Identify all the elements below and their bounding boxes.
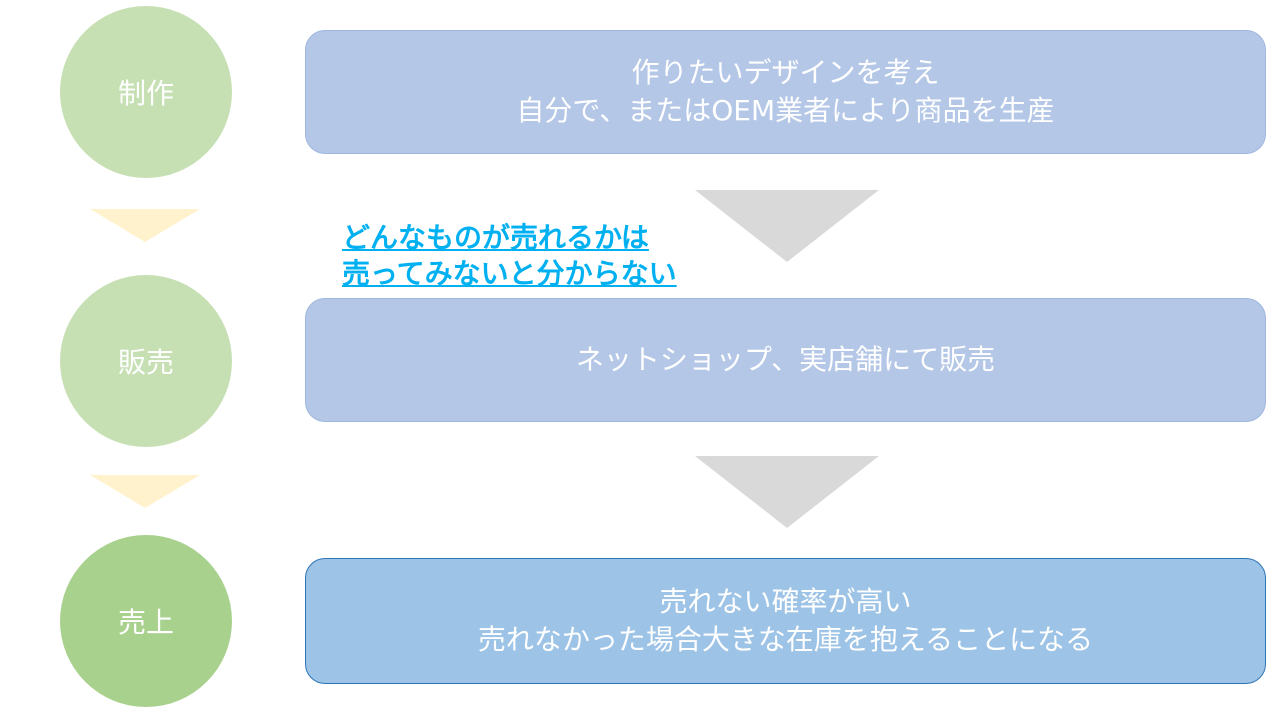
note-line: どんなものが売れるかは xyxy=(342,221,649,254)
sales-box: ネットショップ、実店舗にて販売 xyxy=(305,298,1266,422)
stage-label: 売上 xyxy=(117,606,174,639)
box-line: 作りたいデザインを考え xyxy=(631,56,940,89)
down-chevron-icon xyxy=(90,475,200,508)
box-line: 自分で、またはOEM業者により商品を生産 xyxy=(516,94,1055,127)
stage-production-circle: 制作 xyxy=(60,6,232,178)
note-text: どんなものが売れるかは 売ってみないと分からない xyxy=(342,220,677,292)
note-line: 売ってみないと分からない xyxy=(342,257,677,290)
revenue-box: 売れない確率が高い 売れなかった場合大きな在庫を抱えることになる xyxy=(305,558,1266,684)
down-arrow-icon xyxy=(695,190,879,262)
down-arrow-icon xyxy=(695,456,879,528)
stage-sales-circle: 販売 xyxy=(60,275,232,447)
stage-label: 制作 xyxy=(117,77,174,110)
down-chevron-icon xyxy=(90,209,200,242)
stage-revenue-circle: 売上 xyxy=(60,535,232,707)
production-box: 作りたいデザインを考え 自分で、またはOEM業者により商品を生産 xyxy=(305,30,1266,154)
stage-label: 販売 xyxy=(117,346,174,379)
box-line: 売れなかった場合大きな在庫を抱えることになる xyxy=(477,623,1094,656)
box-line: 売れない確率が高い xyxy=(659,585,912,618)
box-line: ネットショップ、実店舗にて販売 xyxy=(575,343,996,376)
